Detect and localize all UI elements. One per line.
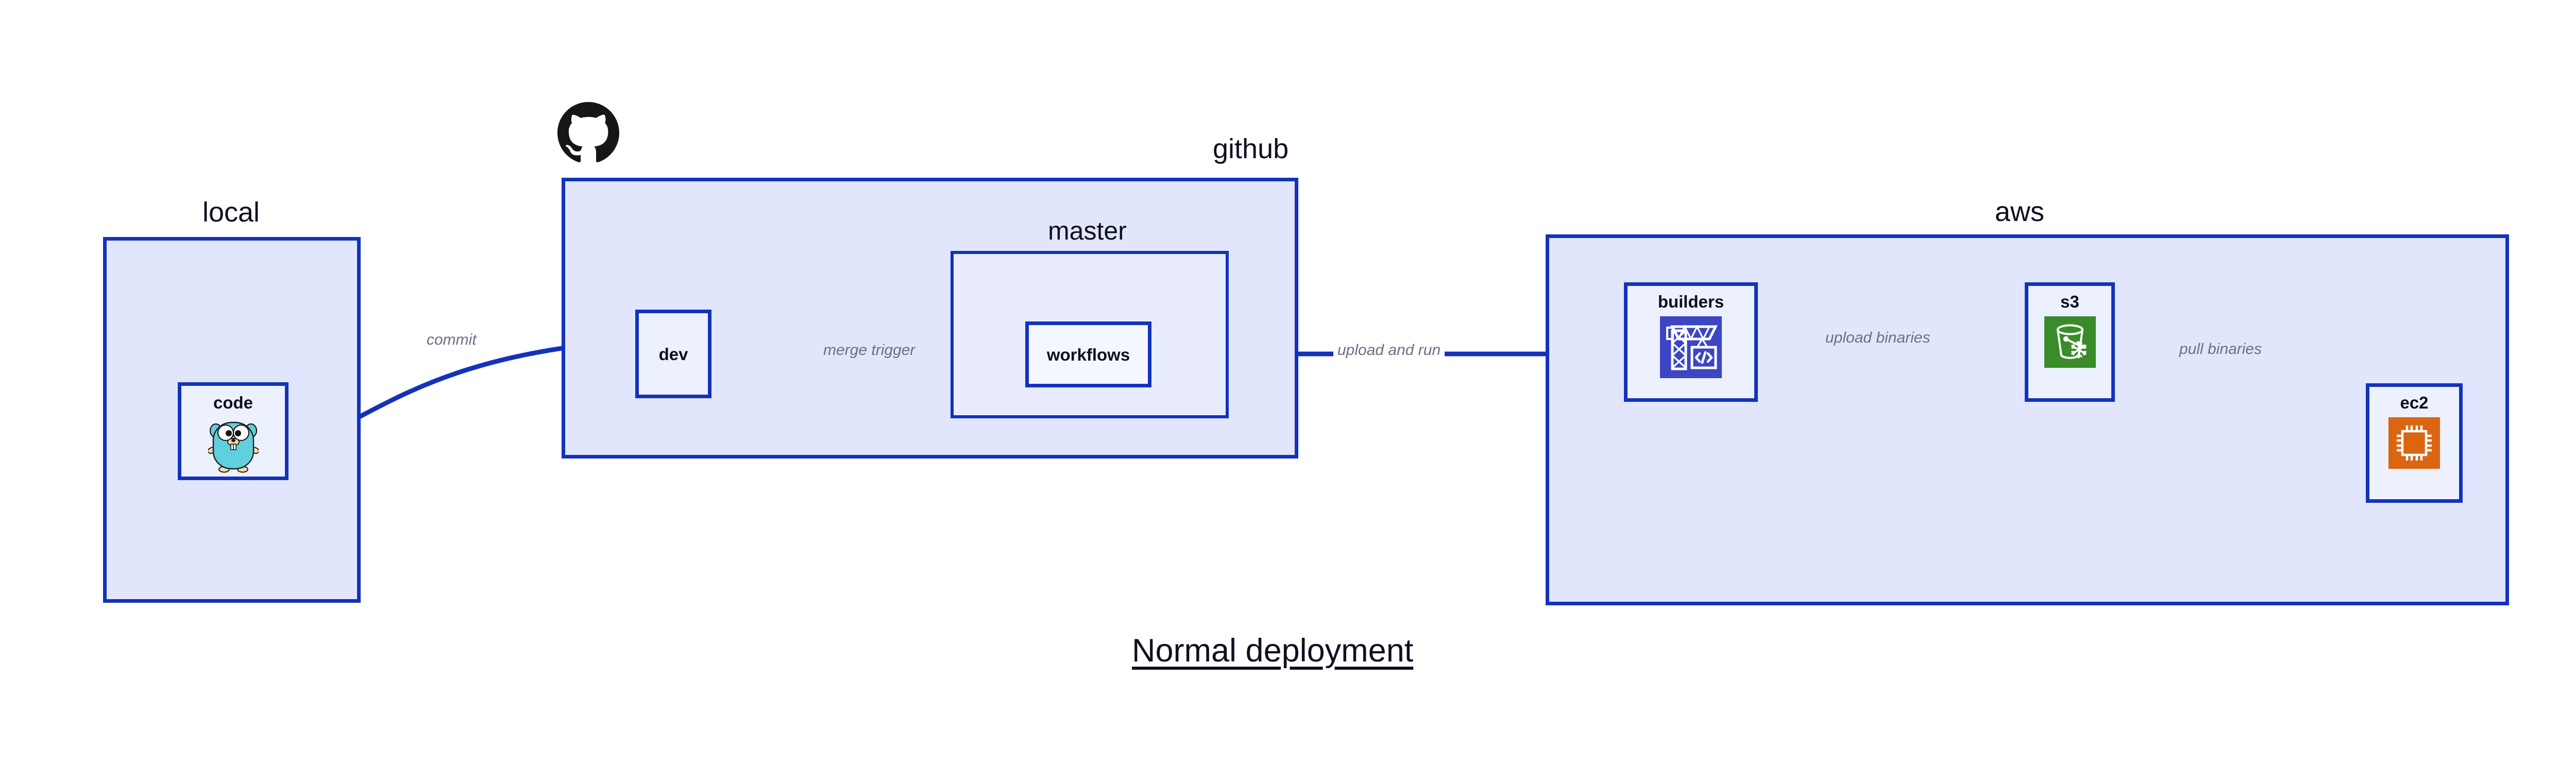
go-gopher-icon xyxy=(208,421,259,473)
node-builders[interactable]: builders xyxy=(1624,282,1758,402)
node-code[interactable]: code xyxy=(178,382,289,480)
node-workflows[interactable]: workflows xyxy=(1025,321,1151,387)
group-label-github: github xyxy=(1213,133,1289,164)
group-label-aws: aws xyxy=(1995,196,2045,227)
node-label-dev: dev xyxy=(658,344,688,364)
node-ec2[interactable]: ec2 xyxy=(2366,383,2463,503)
aws-codebuild-icon xyxy=(1660,316,1722,378)
edge-label-upload-and-run: upload and run xyxy=(1333,343,1445,358)
node-label-workflows: workflows xyxy=(1046,345,1130,364)
edge-label-pull-binaries: pull binaries xyxy=(2175,342,2266,357)
node-label-code: code xyxy=(213,393,253,412)
node-label-s3: s3 xyxy=(2060,292,2079,311)
github-octocat-icon xyxy=(557,102,619,163)
aws-s3-glacier-icon xyxy=(2044,316,2096,368)
node-label-builders: builders xyxy=(1657,292,1724,311)
edge-label-upload-binaries: upload binaries xyxy=(1821,330,1935,346)
node-s3[interactable]: s3 xyxy=(2025,282,2115,402)
group-label-master: master xyxy=(1048,216,1127,245)
node-label-ec2: ec2 xyxy=(2400,393,2429,412)
edge-label-commit: commit xyxy=(422,332,481,348)
diagram-title: Normal deployment xyxy=(1132,633,1414,669)
node-dev[interactable]: dev xyxy=(635,310,711,398)
aws-ec2-icon xyxy=(2388,417,2440,469)
group-label-local: local xyxy=(202,197,260,228)
edge-label-merge-trigger: merge trigger xyxy=(819,343,920,358)
